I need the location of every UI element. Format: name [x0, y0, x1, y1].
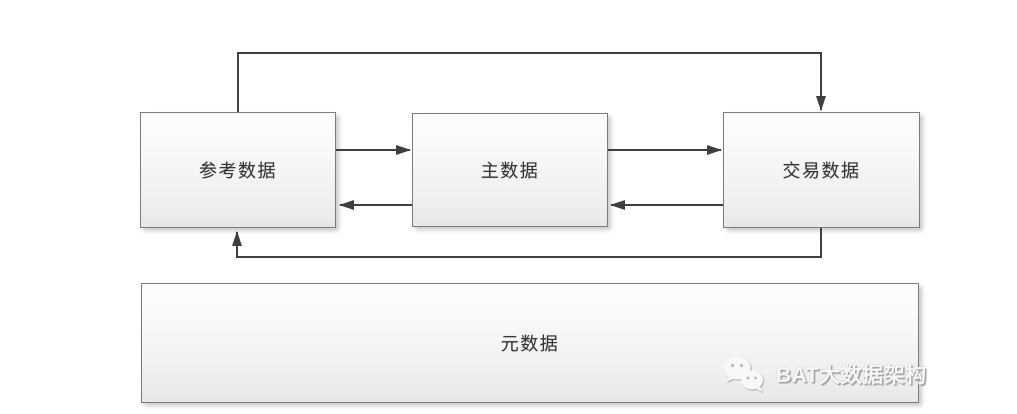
node-metadata-label: 元数据: [500, 334, 560, 354]
node-master-data-label: 主数据: [480, 161, 540, 181]
watermark: BAT大数据架构: [721, 353, 927, 395]
arrow-transaction-to-reference-bottom-loop: [232, 228, 822, 258]
node-transaction-data: 交易数据: [723, 112, 920, 228]
node-metadata: 元数据: [141, 283, 919, 403]
node-transaction-data-label: 交易数据: [782, 161, 861, 181]
wechat-logo-icon: [723, 356, 763, 392]
node-master-data: 主数据: [412, 113, 608, 227]
node-reference-data-label: 参考数据: [199, 161, 277, 181]
node-reference-data: 参考数据: [140, 112, 336, 228]
watermark-text: BAT大数据架构: [776, 364, 927, 387]
arrow-reference-to-transaction-top-loop: [237, 52, 826, 112]
